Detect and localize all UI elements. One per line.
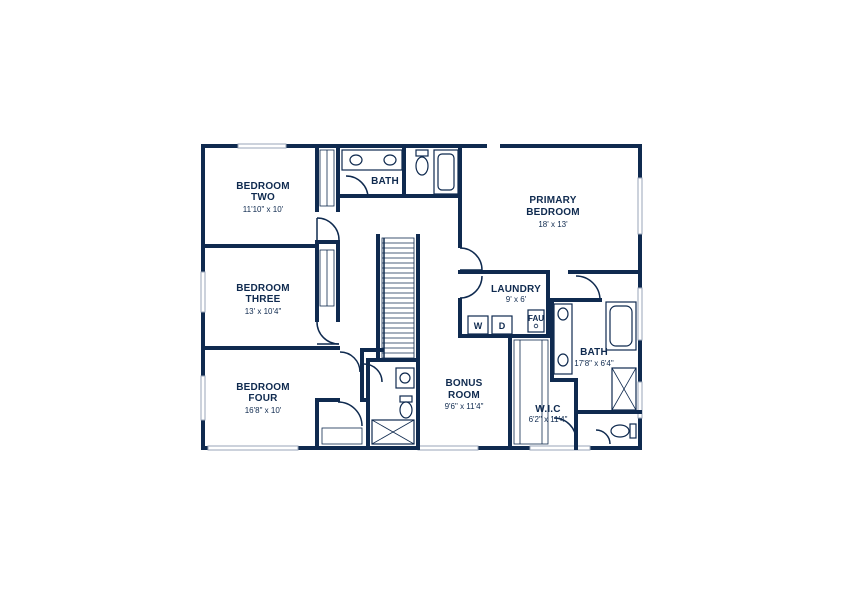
windows [200, 143, 643, 451]
wic-dims: 6'2" x 11'4" [529, 415, 568, 424]
staircase [381, 237, 415, 359]
primary-bedroom-name-1: PRIMARY [529, 195, 576, 206]
bedroom-two-name-2: TWO [251, 192, 275, 203]
room-labels: BEDROOM TWO 11'10" x 10' BATH PRIMARY BE… [236, 176, 614, 424]
fau-circle-icon [533, 323, 539, 329]
primary-bedroom-dims: 18' x 13' [538, 220, 568, 229]
appliance-labels: W D FAU [474, 314, 544, 331]
primary-bath-name: BATH [580, 347, 608, 358]
primary-bedroom-name-2: BEDROOM [526, 207, 580, 218]
doors [316, 175, 611, 445]
upper-bath-name: BATH [371, 176, 399, 187]
fixtures [341, 149, 637, 445]
laundry-dims: 9' x 6' [506, 295, 527, 304]
bedroom-four-dims: 16'8" x 10' [245, 406, 282, 415]
closets [319, 149, 549, 445]
wic-name: W.I.C [535, 404, 560, 415]
laundry-name: LAUNDRY [491, 284, 541, 295]
bedroom-four-name-1: BEDROOM [236, 382, 290, 393]
dryer-label: D [499, 321, 506, 331]
fau-label: FAU [528, 314, 544, 323]
bedroom-four-name-2: FOUR [248, 393, 278, 404]
bedroom-two-name-1: BEDROOM [236, 181, 290, 192]
primary-bath-dims: 17'8" x 6'4" [574, 359, 614, 368]
bonus-room-name-2: ROOM [448, 390, 480, 401]
washer-label: W [474, 321, 483, 331]
bedroom-two-dims: 11'10" x 10' [243, 205, 284, 214]
bedroom-three-name-1: BEDROOM [236, 283, 290, 294]
bonus-room-dims: 9'6" x 11'4" [445, 402, 484, 411]
bonus-room-name-1: BONUS [445, 378, 482, 389]
interior-walls [201, 144, 642, 450]
bedroom-three-name-2: THREE [246, 294, 281, 305]
bedroom-three-dims: 13' x 10'4" [245, 307, 282, 316]
